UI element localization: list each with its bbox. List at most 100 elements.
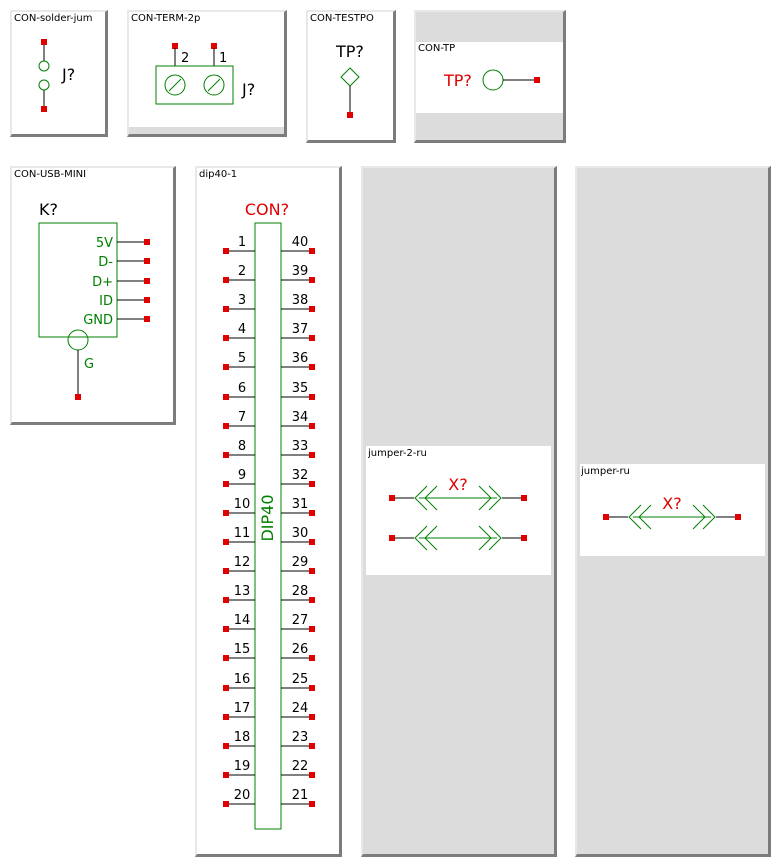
pin-pad: [309, 568, 315, 574]
dip-pin-right: 25: [281, 672, 315, 691]
pin-pad: [223, 539, 229, 545]
pin-pad: [309, 452, 315, 458]
pin-pad: [389, 495, 395, 501]
tile-con-solder-jum[interactable]: CON-solder-jum J?: [10, 10, 108, 137]
pin-pad: [309, 655, 315, 661]
ref-label: K?: [39, 200, 58, 219]
dip-pin-left: 15: [223, 642, 255, 661]
pin-number: 18: [234, 730, 251, 745]
tile-caption: CON-TESTPO: [310, 13, 374, 24]
tile-canvas: [366, 446, 551, 575]
tile-con-tp[interactable]: CON-TP TP?: [414, 10, 566, 143]
pin-pad: [41, 106, 47, 112]
jumper-row-1: [389, 485, 527, 511]
dip-pin-right: 27: [281, 613, 315, 632]
tile-canvas: [580, 464, 765, 556]
pin-pad: [223, 248, 229, 254]
pin-pad: [75, 394, 81, 400]
pin-pad: [309, 306, 315, 312]
svg-text:5V: 5V: [96, 236, 113, 251]
dip-pin-left: 3: [223, 293, 255, 312]
testpoint-symbol: TP?: [335, 42, 364, 118]
pin-number: 3: [238, 293, 246, 308]
ref-label: J?: [241, 80, 255, 99]
dip-pin-left: 20: [223, 788, 255, 807]
ground-circle: [67, 329, 89, 351]
pin-number: 35: [292, 381, 309, 396]
pin-pad: [309, 743, 315, 749]
tile-jumper-ru[interactable]: jumper-ru X?: [575, 166, 771, 857]
pin-number: 2: [181, 51, 189, 66]
dip-pin-left: 13: [223, 584, 255, 603]
pin-pad: [223, 335, 229, 341]
dip-pin-right: 32: [281, 468, 315, 487]
jumper-row-2: [389, 525, 527, 551]
dip-pin-right: 39: [281, 264, 315, 283]
tile-con-usb-mini[interactable]: CON-USB-MINI K? 5V D- D+ ID GND: [10, 166, 176, 425]
terminal-block-symbol: 2 1 J?: [155, 43, 255, 105]
tile-caption: jumper-2-ru: [368, 448, 427, 459]
ref-label: TP?: [335, 42, 364, 61]
pin-pad: [521, 535, 527, 541]
dip-pin-left: 14: [223, 613, 255, 632]
tile-caption: dip40-1: [199, 169, 238, 180]
pin-pad: [223, 685, 229, 691]
pin-number: 21: [292, 788, 309, 803]
usb-pin-gnd: GND: [83, 313, 150, 328]
svg-text:ID: ID: [99, 294, 113, 309]
dip-pin-left: 17: [223, 701, 255, 720]
pin-number: 38: [292, 293, 309, 308]
pin-number: 29: [292, 555, 309, 570]
tile-con-term-2p[interactable]: CON-TERM-2p 2 1 J?: [127, 10, 287, 137]
pin-pad: [309, 423, 315, 429]
tile-canvas: [129, 12, 284, 127]
dip-pin-right: 38: [281, 293, 315, 312]
pin-pad: [309, 394, 315, 400]
pin-pad: [521, 495, 527, 501]
pin-number: 12: [234, 555, 251, 570]
pin-pad: [309, 364, 315, 370]
jumper-symbol: X?: [603, 494, 741, 530]
jumper-2-symbol: X?: [389, 475, 527, 551]
dip-pin-left: 9: [223, 468, 255, 487]
pin-pad: [223, 306, 229, 312]
pin-number: 13: [234, 584, 251, 599]
dip-pin-left: 10: [223, 497, 255, 516]
pin-pad: [223, 714, 229, 720]
dip-pin-left: 4: [223, 322, 255, 341]
pin-pad: [223, 655, 229, 661]
dip-pin-left: 1: [223, 235, 255, 254]
usb-pin-dplus: D+: [92, 275, 150, 290]
pin-number: 8: [238, 439, 246, 454]
pin-pad: [223, 364, 229, 370]
pin-pad: [223, 626, 229, 632]
tile-jumper-2-ru[interactable]: jumper-2-ru X?: [361, 166, 557, 857]
pin-pad: [223, 394, 229, 400]
pin-pad: [223, 568, 229, 574]
dip-pin-right: 24: [281, 701, 315, 720]
usb-pin-id: ID: [99, 294, 150, 309]
pin-number: 4: [238, 322, 246, 337]
dip-pin-left: 8: [223, 439, 255, 458]
pin-number: 17: [234, 701, 251, 716]
dip-pin-right: 31: [281, 497, 315, 516]
pin-number: 36: [292, 351, 309, 366]
pin-pad: [223, 743, 229, 749]
dip-pin-left: 6: [223, 381, 255, 400]
pin-number: 1: [219, 51, 227, 66]
dip-pin-left: 5: [223, 351, 255, 370]
pin-number: 31: [292, 497, 309, 512]
pin-number: 25: [292, 672, 309, 687]
pin-number: 6: [238, 381, 246, 396]
dip-pin-left: 16: [223, 672, 255, 691]
pin-pad: [347, 112, 353, 118]
pin-pad: [309, 626, 315, 632]
tile-con-testpo[interactable]: CON-TESTPO TP?: [306, 10, 396, 143]
dip-pin-right: 23: [281, 730, 315, 749]
dip-body: [254, 222, 282, 830]
dip-pin-right: 34: [281, 410, 315, 429]
pin-number: 11: [234, 526, 251, 541]
pin-pad: [223, 597, 229, 603]
tile-canvas: [12, 12, 105, 134]
